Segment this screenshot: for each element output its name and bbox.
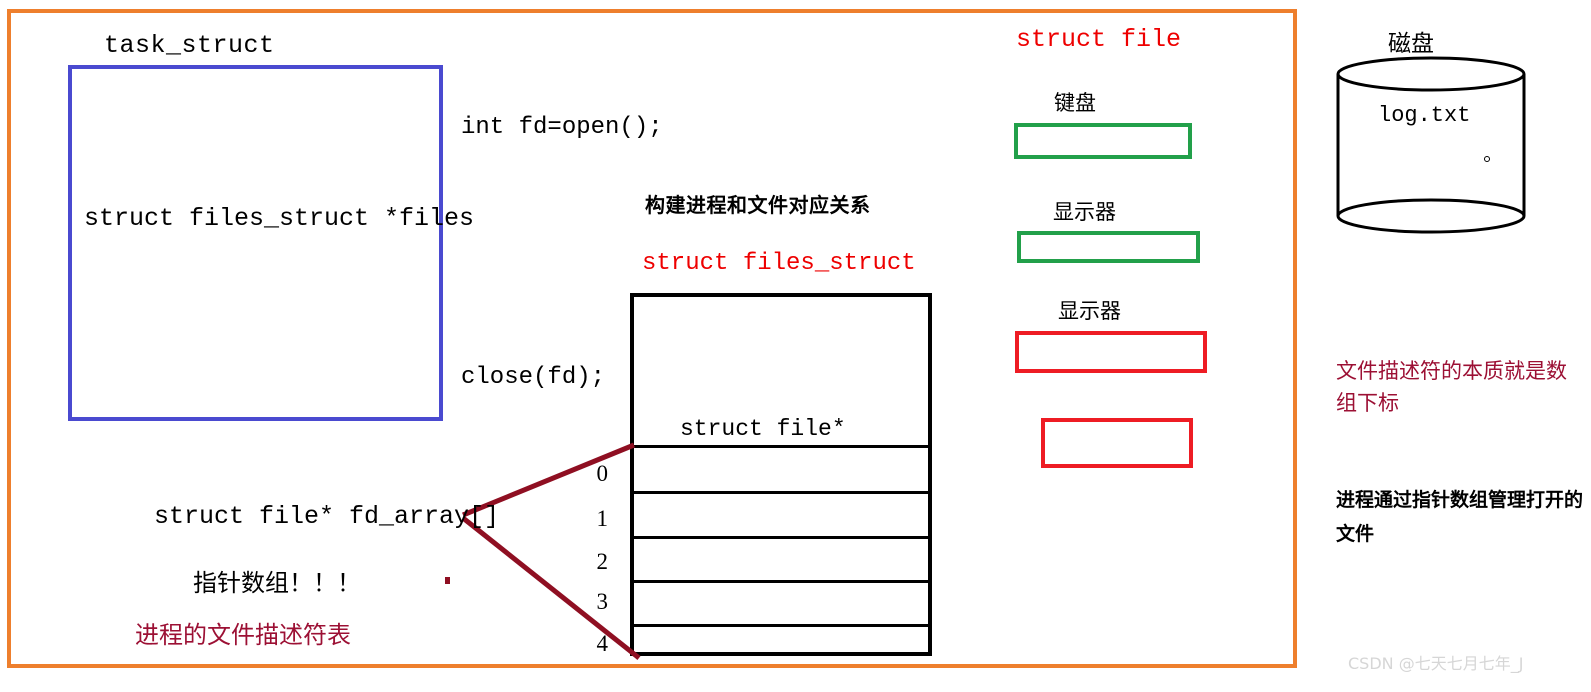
struct-file-label-keyboard: 键盘	[1054, 91, 1096, 115]
struct-file-box-keyboard	[1014, 123, 1192, 159]
fd-index-1: 1	[596, 506, 609, 531]
fd-table-note: 进程的文件描述符表	[135, 621, 351, 649]
files-struct-title: struct files_struct	[642, 250, 916, 277]
fd-row-divider	[634, 536, 928, 539]
pointer-array-note: 指针数组！！！	[193, 569, 361, 597]
fd-array-table: struct file*	[630, 293, 932, 656]
disk-file-name: log.txt	[1378, 103, 1471, 128]
fd-index-3: 3	[596, 589, 609, 614]
task-struct-title: task_struct	[104, 31, 275, 60]
files-struct-member-label: struct files_struct *files	[84, 204, 475, 233]
fd-index-0: 0	[596, 461, 609, 486]
task-struct-box	[68, 65, 443, 421]
process-manage-note: 进程通过指针数组管理打开的文件	[1336, 489, 1584, 545]
fd-array-member-label: struct file* fd_array[]	[154, 502, 500, 531]
fd-index-4: 4	[596, 631, 609, 656]
struct-file-label-monitor-2: 显示器	[1058, 299, 1121, 323]
struct-file-box-monitor-2	[1015, 331, 1207, 373]
struct-file-box-monitor-1	[1017, 231, 1200, 263]
fd-array-connector-lines	[461, 442, 641, 660]
struct-file-box-empty	[1041, 418, 1193, 468]
fd-row-divider	[634, 491, 928, 494]
fd-index-2: 2	[596, 549, 609, 574]
open-call-label: int fd=open();	[461, 114, 663, 141]
disk-cylinder-icon	[1336, 56, 1526, 234]
fd-row-divider	[634, 445, 928, 448]
struct-file-title: struct file	[1016, 25, 1182, 54]
fd-row-divider	[634, 580, 928, 583]
struct-file-label-monitor-1: 显示器	[1053, 200, 1116, 224]
disk-dot-marker	[1484, 156, 1490, 162]
close-call-label: close(fd);	[461, 364, 606, 391]
stray-dot-marker	[445, 577, 450, 584]
relation-note-label: 构建进程和文件对应关系	[645, 193, 871, 217]
fd-essence-note: 文件描述符的本质就是数组下标	[1336, 359, 1567, 415]
disk-title: 磁盘	[1388, 31, 1434, 57]
fd-row-divider	[634, 624, 928, 627]
fd-table-header-label: struct file*	[680, 416, 846, 442]
csdn-watermark: CSDN @七天七月七年_J	[1348, 654, 1524, 673]
outer-orange-frame	[7, 9, 1297, 668]
